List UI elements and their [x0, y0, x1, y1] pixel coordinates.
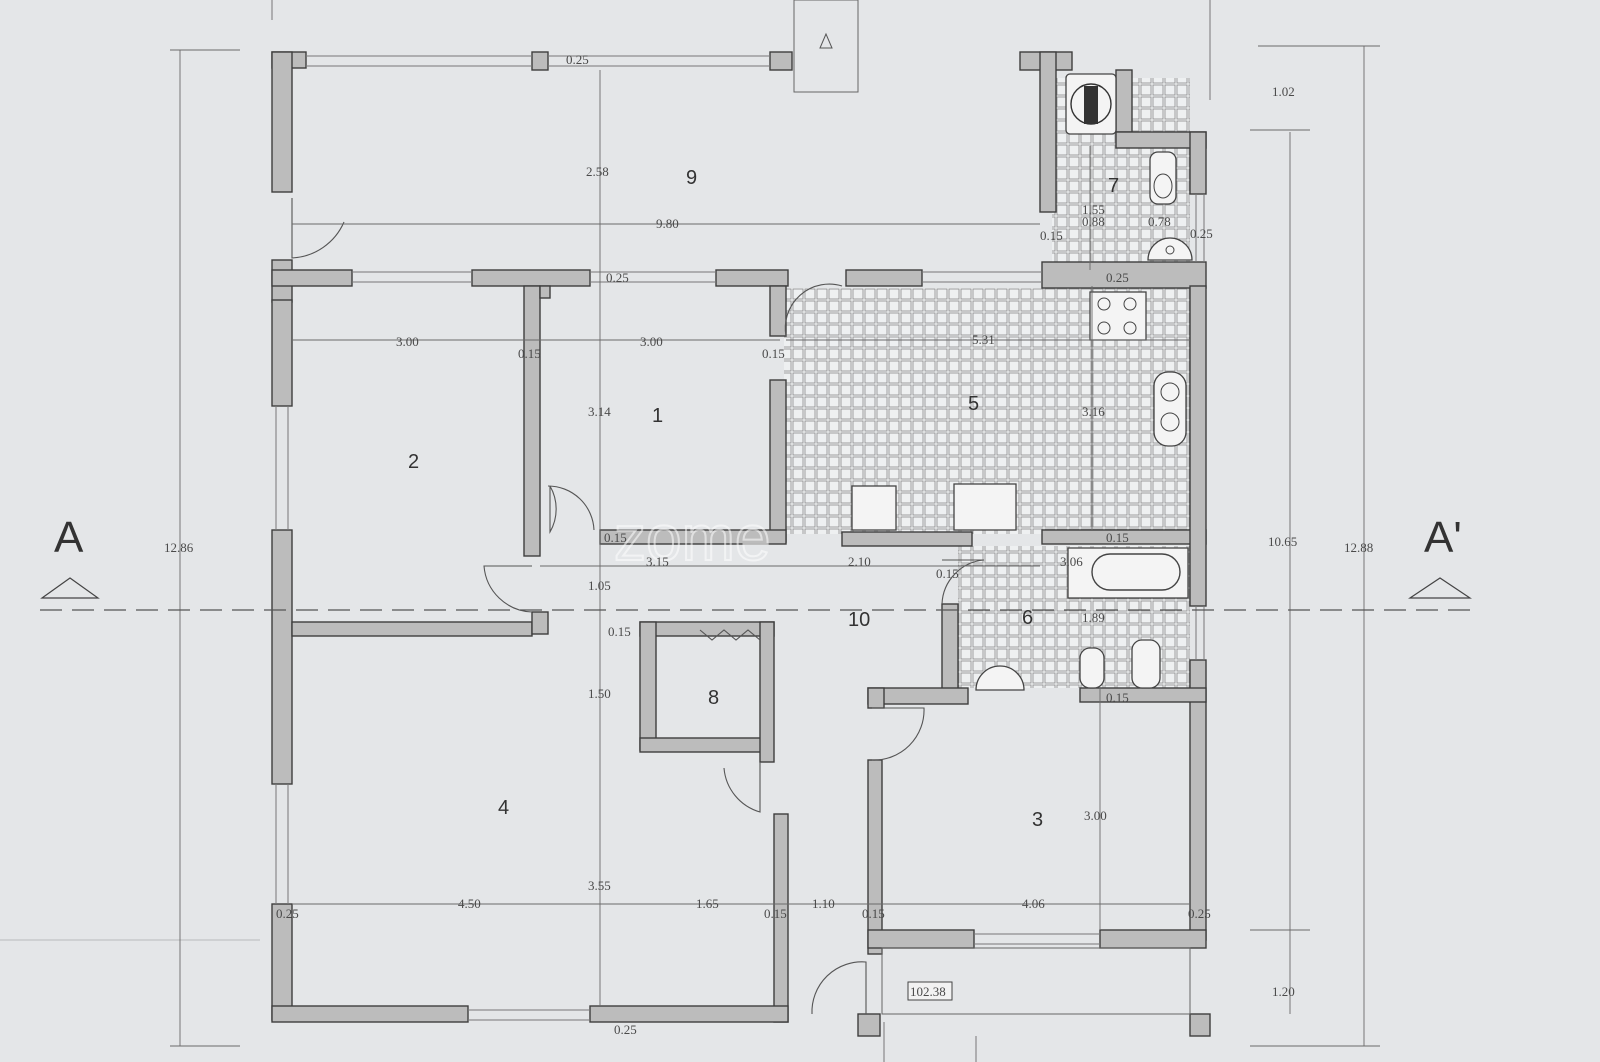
area-label: 102.38: [910, 984, 946, 999]
dim-label: 0.25: [276, 906, 299, 921]
dimension-labels: 0.25 2.58 9.80 1.02 1.55 0.88 0.78 0.25 …: [164, 52, 1373, 1037]
dim-label: 5.31: [972, 332, 995, 347]
dim-label: 3.06: [1060, 554, 1083, 569]
dim-label: 3.55: [588, 878, 611, 893]
room-10-label: 10: [848, 609, 870, 631]
dim-label: 0.15: [608, 624, 631, 639]
dim-label: 12.86: [164, 540, 194, 555]
fixtures: [851, 73, 1193, 691]
dimension-lines: [170, 45, 1380, 1047]
dim-label: 3.14: [588, 404, 611, 419]
kitchen-sink-icon: [1153, 371, 1187, 447]
dim-label: 0.78: [1148, 214, 1171, 229]
doors: [291, 198, 985, 1015]
room-2-label: 2: [408, 451, 419, 473]
dim-label: 1.65: [696, 896, 719, 911]
section-line: A A': [40, 513, 1480, 611]
room-3-label: 3: [1032, 809, 1043, 831]
dim-label: 1.89: [1082, 610, 1105, 625]
dim-label: 0.15: [604, 530, 627, 545]
sink-icon: [975, 665, 1025, 691]
dim-label: 0.15: [764, 906, 787, 921]
dim-label: 3.16: [1082, 404, 1105, 419]
section-label-left: A: [54, 513, 84, 562]
dim-label: 0.15: [1106, 690, 1129, 705]
dim-label: 1.05: [588, 578, 611, 593]
stove-icon: [1089, 291, 1147, 341]
dim-label: 4.06: [1022, 896, 1045, 911]
dim-label: 3.15: [646, 554, 669, 569]
dim-label: 1.02: [1272, 84, 1295, 99]
dim-label: 0.25: [606, 270, 629, 285]
dim-label: 2.10: [848, 554, 871, 569]
dim-label: 0.15: [862, 906, 885, 921]
dim-label: 3.00: [396, 334, 419, 349]
cabinet-icon: [851, 485, 897, 531]
dim-label: 0.15: [1040, 228, 1063, 243]
background-lines: [0, 0, 1211, 941]
room-labels: 9 7 1 2 5 6 10 8 4 3: [408, 167, 1119, 831]
room-6-label: 6: [1022, 607, 1033, 629]
section-marker-left-icon: [40, 577, 100, 599]
dim-label: 4.50: [458, 896, 481, 911]
cabinet-icon: [953, 483, 1017, 531]
dim-label: 1.55: [1082, 202, 1105, 217]
dim-label: 0.15: [762, 346, 785, 361]
room-4-label: 4: [498, 797, 509, 819]
room-7-label: 7: [1108, 175, 1119, 197]
watermark: zome: [614, 502, 771, 574]
dim-label: 0.25: [566, 52, 589, 67]
bidet-icon: [1079, 647, 1105, 689]
dim-label: 0.25: [614, 1022, 637, 1037]
dim-label: 1.10: [812, 896, 835, 911]
dim-label: 0.15: [936, 566, 959, 581]
room-1-label: 1: [652, 405, 663, 427]
sink-icon: [1147, 237, 1193, 261]
dim-label: 0.25: [1188, 906, 1211, 921]
dim-label: 9.80: [656, 216, 679, 231]
room-8-label: 8: [708, 687, 719, 709]
section-marker-right-icon: [1408, 577, 1472, 599]
area-box: [907, 981, 953, 1001]
dim-label: 1.20: [1272, 984, 1295, 999]
dim-label: 3.00: [640, 334, 663, 349]
dim-label: 0.15: [1106, 530, 1129, 545]
windows: [275, 0, 1205, 1062]
section-label-right: A': [1424, 513, 1462, 562]
toilet-icon: [1149, 151, 1177, 205]
stair-icon: [1065, 73, 1117, 135]
toilet-icon: [1131, 639, 1161, 689]
room-9-label: 9: [686, 167, 697, 189]
dim-label: 12.88: [1344, 540, 1373, 555]
dim-label: 3.00: [1084, 808, 1107, 823]
bathtub-icon: [1067, 547, 1189, 599]
dim-label: 0.15: [518, 346, 541, 361]
dim-label: 2.58: [586, 164, 609, 179]
dim-label: 0.88: [1082, 214, 1105, 229]
dim-label: 10.65: [1268, 534, 1297, 549]
dim-label: 1.50: [588, 686, 611, 701]
dim-label: 0.25: [1106, 270, 1129, 285]
dim-label: 0.25: [1190, 226, 1213, 241]
room-5-label: 5: [968, 393, 979, 415]
walls: [271, 51, 1211, 1037]
